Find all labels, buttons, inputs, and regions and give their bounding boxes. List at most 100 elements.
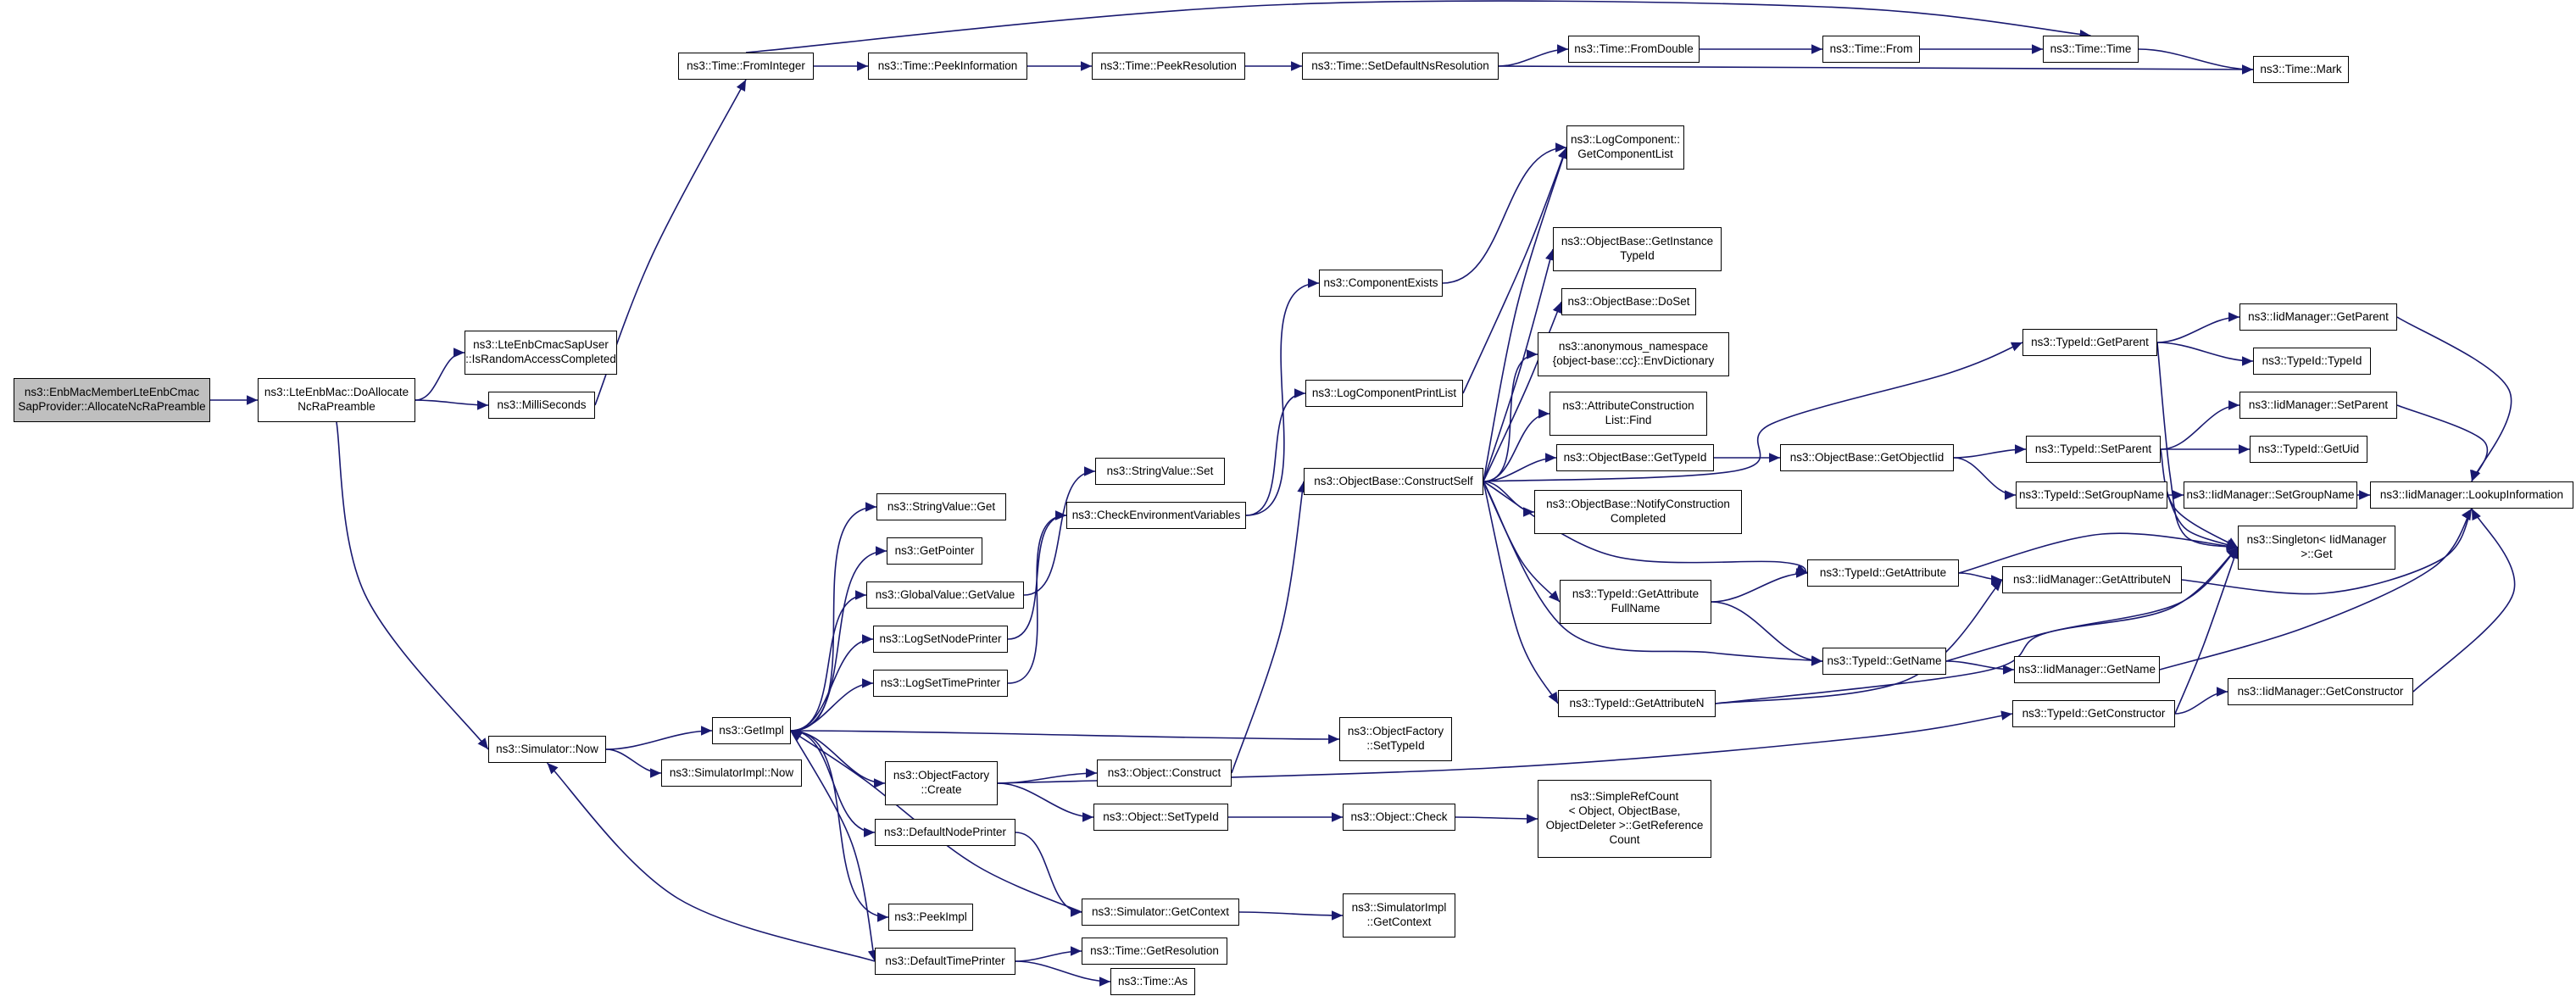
graph-node-label: ns3::GlobalValue::GetValue <box>875 587 1015 601</box>
graph-node-iidsetparent[interactable]: ns3::IidManager::SetParent <box>2239 392 2397 419</box>
graph-node-tidsetgroup[interactable]: ns3::TypeId::SetGroupName <box>2016 481 2167 509</box>
edge-tidgetctor-to-singletonget <box>2174 547 2239 715</box>
graph-node-getobjectiid[interactable]: ns3::ObjectBase::GetObjectIid <box>1780 444 1954 471</box>
graph-node-checkenv[interactable]: ns3::CheckEnvironmentVariables <box>1066 502 1246 529</box>
graph-node-lstp[interactable]: ns3::LogSetTimePrinter <box>873 670 1008 697</box>
graph-node-label: ns3::DefaultNodePrinter <box>883 825 1007 838</box>
graph-node-svget[interactable]: ns3::StringValue::Get <box>876 493 1006 520</box>
graph-node-tidsetparent[interactable]: ns3::TypeId::SetParent <box>2026 436 2161 463</box>
graph-node-tidgan[interactable]: ns3::TypeId::GetAttributeN <box>1558 690 1716 717</box>
graph-node-defaulttime[interactable]: ns3::DefaultTimePrinter <box>875 948 1015 975</box>
graph-node-label: ns3::EnbMacMemberLteEnbCmac <box>24 386 200 399</box>
graph-node-simgetcontext[interactable]: ns3::Simulator::GetContext <box>1082 899 1239 926</box>
graph-node-label: ns3::ObjectFactory <box>1347 725 1444 738</box>
graph-node-envdict[interactable]: ns3::anonymous_namespace{object-base::cc… <box>1538 332 1729 376</box>
graph-node-objcheck[interactable]: ns3::Object::Check <box>1343 804 1455 831</box>
graph-node-timegetres[interactable]: ns3::Time::GetResolution <box>1082 938 1227 965</box>
graph-node-label: ns3::LogSetNodePrinter <box>879 632 1002 645</box>
graph-node-lcpl[interactable]: ns3::LogComponentPrintList <box>1305 380 1463 407</box>
graph-node-tidgetattr[interactable]: ns3::TypeId::GetAttribute <box>1807 559 1959 587</box>
graph-node-label: ns3::ObjectBase::GetObjectIid <box>1789 450 1945 464</box>
edge-tidgetparent-to-tidtid <box>2156 342 2254 366</box>
graph-node-timemark[interactable]: ns3::Time::Mark <box>2253 56 2349 83</box>
graph-node-timetime[interactable]: ns3::Time::Time <box>2043 36 2139 63</box>
graph-node-iidsetgroup[interactable]: ns3::IidManager::SetGroupName <box>2184 481 2357 509</box>
graph-node-iidgetparent[interactable]: ns3::IidManager::GetParent <box>2239 303 2397 331</box>
graph-node-constructself[interactable]: ns3::ObjectBase::ConstructSelf <box>1304 468 1483 495</box>
graph-node-lsnp[interactable]: ns3::LogSetNodePrinter <box>873 626 1008 653</box>
graph-node-lookupinfo[interactable]: ns3::IidManager::LookupInformation <box>2370 481 2573 509</box>
graph-node-simnow[interactable]: ns3::Simulator::Now <box>488 736 606 763</box>
graph-node-setdefaultns[interactable]: ns3::Time::SetDefaultNsResolution <box>1302 53 1499 80</box>
edge-defaultnode-to-simgetcontext <box>1015 832 1082 917</box>
edge-iidgan-to-lookupinfo <box>2181 508 2473 595</box>
graph-node-label: ns3::Time::SetDefaultNsResolution <box>1311 58 1489 72</box>
graph-node-svset[interactable]: ns3::StringValue::Set <box>1095 458 1225 485</box>
edge-constructself-to-getinstancetid <box>1483 248 1555 482</box>
graph-node-getcomplist[interactable]: ns3::LogComponent::GetComponentList <box>1566 125 1684 170</box>
graph-node-gvgetvalue[interactable]: ns3::GlobalValue::GetValue <box>866 581 1024 609</box>
graph-node-label: ::SetTypeId <box>1366 739 1425 752</box>
graph-node-offsettid[interactable]: ns3::ObjectFactory::SetTypeId <box>1339 717 1452 761</box>
graph-node-israndom[interactable]: ns3::LteEnbCmacSapUser::IsRandomAccessCo… <box>465 331 617 375</box>
graph-node-tidgetname[interactable]: ns3::TypeId::GetName <box>1822 648 1946 675</box>
graph-node-fromdouble[interactable]: ns3::Time::FromDouble <box>1568 36 1700 63</box>
graph-node-getpointer[interactable]: ns3::GetPointer <box>887 537 982 565</box>
edge-tidgetattr-to-iidgan <box>1958 572 2003 585</box>
graph-node-iidgan[interactable]: ns3::IidManager::GetAttributeN <box>2002 566 2182 593</box>
graph-node-getimpl[interactable]: ns3::GetImpl <box>712 717 791 744</box>
graph-node-label: ns3::SimulatorImpl <box>1351 901 1447 915</box>
graph-node-tidtid[interactable]: ns3::TypeId::TypeId <box>2253 348 2371 375</box>
graph-node-doset[interactable]: ns3::ObjectBase::DoSet <box>1561 288 1696 315</box>
graph-node-millisec[interactable]: ns3::MilliSeconds <box>488 392 595 419</box>
graph-node-label: NcRaPreamble <box>298 400 376 413</box>
graph-node-label: ns3::IidManager::GetConstructor <box>2237 684 2404 698</box>
graph-node-timeas[interactable]: ns3::Time::As <box>1110 968 1195 995</box>
graph-node-label: ns3::IidManager::LookupInformation <box>2379 487 2564 501</box>
graph-node-objsettid[interactable]: ns3::Object::SetTypeId <box>1093 804 1228 831</box>
graph-node-tidgetparent[interactable]: ns3::TypeId::GetParent <box>2022 329 2157 356</box>
graph-node-defaultnode[interactable]: ns3::DefaultNodePrinter <box>875 819 1015 846</box>
edge-getimpl-to-offsettid <box>790 730 1340 744</box>
graph-node-peekres[interactable]: ns3::Time::PeekResolution <box>1092 53 1245 80</box>
graph-node-simimplgetcontext[interactable]: ns3::SimulatorImpl::GetContext <box>1343 893 1455 938</box>
graph-node-label: List::Find <box>1605 414 1652 426</box>
graph-node-peekimpl[interactable]: ns3::PeekImpl <box>888 904 973 931</box>
graph-node-simimplnow[interactable]: ns3::SimulatorImpl::Now <box>661 760 802 787</box>
graph-node-peekinfo[interactable]: ns3::Time::PeekInformation <box>868 53 1027 80</box>
graph-node-label: ns3::Time::Time <box>2050 42 2132 55</box>
graph-node-label: ns3::ObjectFactory <box>893 769 990 782</box>
edge-getobjectiid-to-tidsetparent <box>1953 444 2027 459</box>
graph-node-label: Completed <box>1610 512 1666 525</box>
graph-node-obgettid[interactable]: ns3::ObjectBase::GetTypeId <box>1556 444 1714 471</box>
edge-checkenv-to-lcpl <box>1245 388 1306 516</box>
graph-node-offcreate[interactable]: ns3::ObjectFactory::Create <box>885 761 998 805</box>
edge-gafn-to-tidgetattr <box>1711 568 1808 603</box>
edge-iidsetparent-to-lookupinfo <box>2396 404 2489 482</box>
graph-node-timefrom[interactable]: ns3::Time::From <box>1822 36 1920 63</box>
graph-node-label: ::Create <box>921 783 962 796</box>
graph-node-tidgetctor[interactable]: ns3::TypeId::GetConstructor <box>2012 700 2175 727</box>
graph-node-frominteger[interactable]: ns3::Time::FromInteger <box>678 53 814 80</box>
edge-tidsetparent-to-singletonget <box>2160 448 2239 548</box>
edge-simgetcontext-to-simimplgetcontext <box>1238 910 1344 921</box>
edge-constructself-to-tidgetname <box>1483 481 1823 665</box>
edge-getimpl-to-offcreate <box>790 730 886 788</box>
graph-node-label: ns3::Time::From <box>1829 42 1913 55</box>
edge-tidgetparent-to-singletonget <box>2156 342 2239 550</box>
graph-node-singletonget[interactable]: ns3::Singleton< IidManager>::Get <box>2238 526 2395 570</box>
graph-node-getrefcount[interactable]: ns3::SimpleRefCount< Object, ObjectBase,… <box>1538 780 1711 858</box>
graph-node-iidgetname[interactable]: ns3::IidManager::GetName <box>2014 656 2160 683</box>
graph-node-compexists[interactable]: ns3::ComponentExists <box>1319 270 1443 297</box>
graph-node-iidgetctor[interactable]: ns3::IidManager::GetConstructor <box>2228 678 2413 705</box>
graph-node-objconstruct[interactable]: ns3::Object::Construct <box>1097 760 1232 787</box>
graph-node-tidgetuid[interactable]: ns3::TypeId::GetUid <box>2250 436 2367 463</box>
edge-offcreate-to-objsettid <box>997 782 1094 822</box>
edge-doalloc-to-israndom <box>414 348 465 401</box>
